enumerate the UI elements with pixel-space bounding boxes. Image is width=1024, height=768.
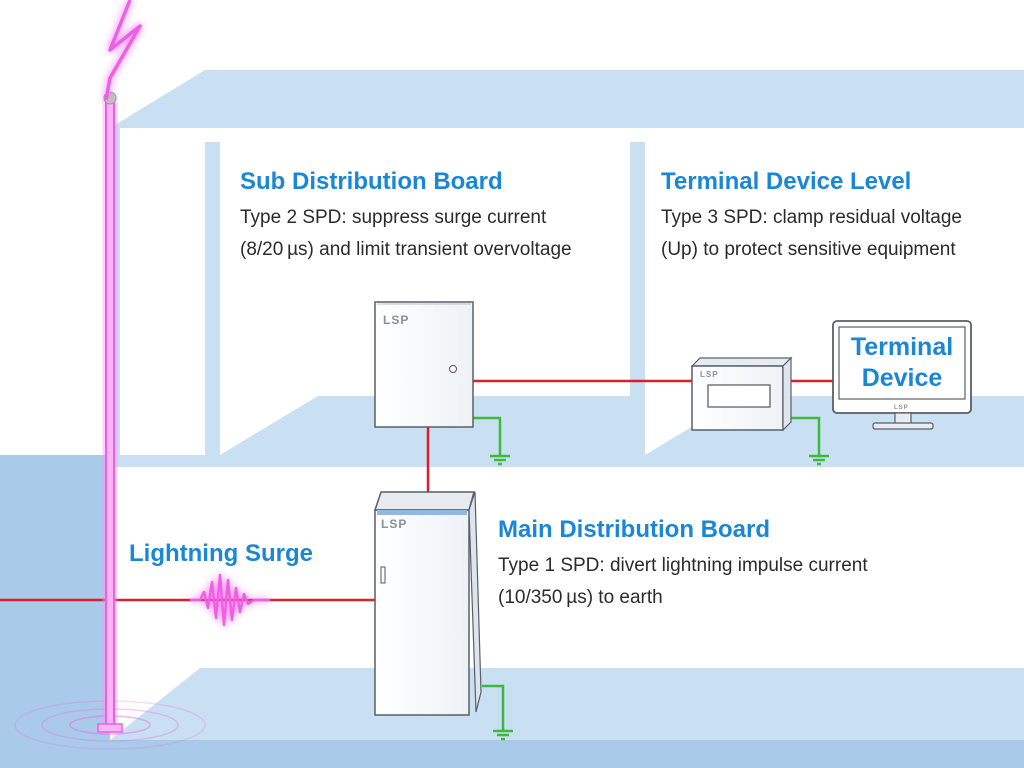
- spd-brand: LSP: [700, 370, 719, 379]
- lightning-protection: [14, 0, 270, 750]
- surge-wave-icon: [190, 573, 270, 627]
- terminal-device-label-line2: Device: [861, 364, 943, 392]
- upper-column-right: [630, 142, 645, 455]
- sub-board-description: Type 2 SPD: suppress surge current (8/20…: [240, 202, 572, 266]
- sub-board-ground-wire: [473, 416, 502, 456]
- terminal-level-description: Type 3 SPD: clamp residual voltage (Up) …: [661, 202, 962, 266]
- wiring: [0, 379, 833, 602]
- main-board-section: Main Distribution Board Type 1 SPD: dive…: [498, 516, 868, 614]
- terminal-device-label-line1: Terminal: [850, 333, 954, 361]
- lightning-rod: [105, 99, 115, 729]
- sub-board-section: Sub Distribution Board Type 2 SPD: suppr…: [240, 168, 572, 266]
- monitor-brand: LSP: [894, 405, 909, 411]
- building-structure: [0, 70, 1024, 768]
- outer-wall-left: [0, 455, 110, 768]
- spd-display: [707, 384, 771, 408]
- main-board-earth-icon: [493, 729, 513, 741]
- sub-cabinet-brand: LSP: [383, 313, 409, 327]
- type3-spd-box: LSP: [690, 356, 793, 432]
- rod-base: [97, 723, 123, 733]
- middle-slab: [110, 455, 1024, 467]
- roof-slab: [110, 70, 1024, 128]
- main-board-ground-wire: [482, 684, 505, 731]
- terminal-device-label: Terminal Device: [839, 332, 965, 394]
- main-board-title: Main Distribution Board: [498, 516, 770, 543]
- grounding: [473, 416, 829, 741]
- sub-board-desc-line2: (8/20 µs) and limit transient overvoltag…: [240, 239, 572, 260]
- spd-earth-icon: [809, 454, 829, 466]
- ground-floor: [110, 668, 1024, 740]
- main-distribution-cabinet: LSP: [373, 491, 482, 716]
- foundation: [0, 740, 1024, 768]
- terminal-level-section: Terminal Device Level Type 3 SPD: clamp …: [661, 168, 962, 266]
- sub-board-title: Sub Distribution Board: [240, 168, 503, 195]
- upper-column-middle: [205, 142, 220, 455]
- terminal-level-desc-line1: Type 3 SPD: clamp residual voltage: [661, 207, 962, 228]
- spd-ground-wire: [791, 416, 821, 456]
- main-cabinet-handle: [380, 566, 386, 584]
- lightning-surge-label: Lightning Surge: [129, 540, 313, 567]
- sub-board-earth-icon: [490, 454, 510, 466]
- main-board-desc-line1: Type 1 SPD: divert lightning impulse cur…: [498, 555, 868, 576]
- main-board-description: Type 1 SPD: divert lightning impulse cur…: [498, 550, 868, 614]
- lightning-bolt-icon: [104, 0, 142, 101]
- terminal-level-desc-line2: (Up) to protect sensitive equipment: [661, 239, 956, 260]
- main-cabinet-brand: LSP: [381, 517, 407, 531]
- terminal-level-title: Terminal Device Level: [661, 168, 912, 195]
- main-board-desc-line2: (10/350 µs) to earth: [498, 587, 663, 608]
- sub-cabinet-lock-icon: [449, 365, 457, 373]
- terminal-monitor: LSP: [832, 320, 972, 430]
- sub-distribution-cabinet: LSP: [374, 301, 474, 428]
- sub-board-desc-line1: Type 2 SPD: suppress surge current: [240, 207, 547, 228]
